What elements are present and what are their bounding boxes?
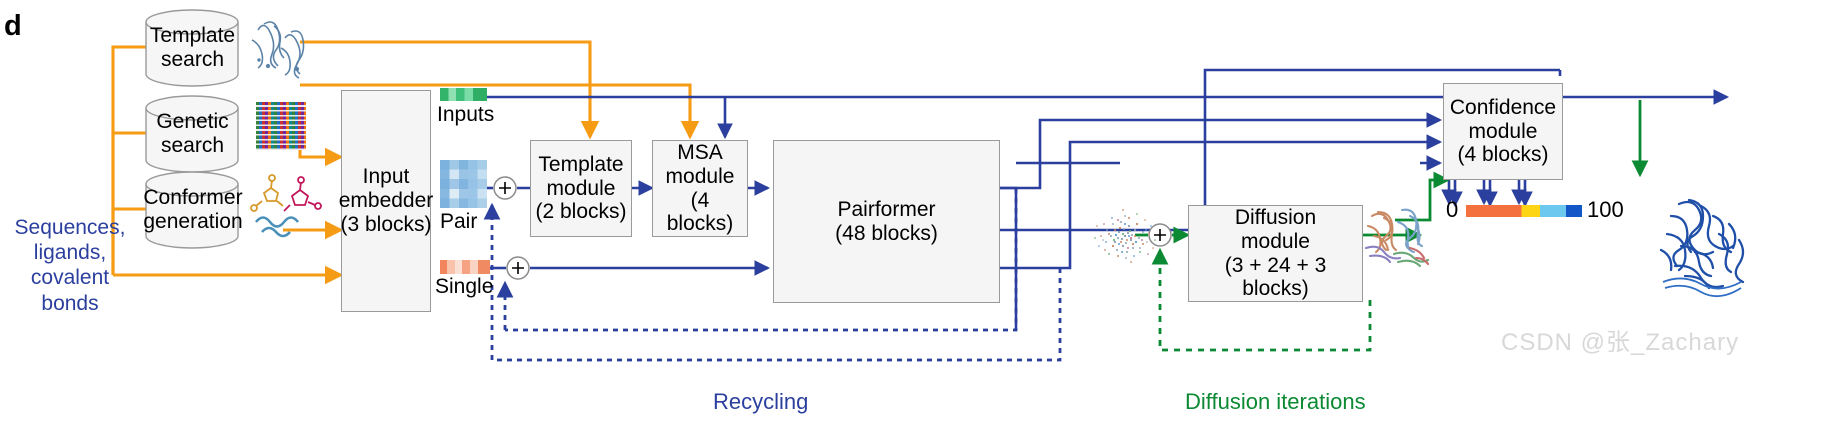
diffusion-iterations-label: Diffusion iterations: [1185, 389, 1366, 414]
diffusion-iterations-dotted: [1151, 247, 1372, 352]
msa-alignment-pixels: [256, 102, 306, 150]
cylinder-conformer-generation: [145, 171, 239, 249]
inputs-tensor-label: Inputs: [437, 103, 495, 126]
cylinder-template-search: [145, 9, 239, 87]
plus-node-pair: [493, 176, 517, 200]
inputs-tensor-swatch: [440, 88, 487, 101]
noise-dots: [1094, 209, 1156, 263]
recycling-label: Recycling: [713, 389, 809, 414]
single-tensor-swatch: [440, 260, 490, 274]
colorbar-max-label: 100: [1587, 197, 1624, 222]
diffusion-module-box[interactable]: Diffusion module (3 + 24 + 3 blocks): [1188, 205, 1363, 302]
input-embedder-box[interactable]: Input embedder (3 blocks): [339, 90, 433, 312]
template-module-box[interactable]: Template module (2 blocks): [530, 140, 632, 237]
plus-node-single: [506, 256, 530, 280]
watermark: CSDN @张_Zachary: [1501, 329, 1740, 356]
confidence-module-box[interactable]: Confidence module (4 blocks): [1443, 83, 1563, 180]
ligand-thumb-2: [283, 176, 322, 212]
ligand-thumb-1: [250, 174, 284, 212]
colorbar-min-label: 0: [1446, 197, 1459, 222]
single-tensor-label: Single: [435, 275, 494, 298]
pairformer-box[interactable]: Pairformer (48 blocks): [773, 140, 1000, 303]
recycling-dotted: [483, 188, 1062, 362]
pair-tensor-label: Pair: [440, 210, 478, 233]
database-label-conformer-generation: Conformer generation: [143, 186, 243, 233]
polymer-thumb: [254, 216, 300, 238]
template-structure-thumb: [251, 21, 305, 79]
colorbar-gradient: [1466, 205, 1582, 217]
cylinder-genetic-search: [145, 95, 239, 173]
database-label-template-search: Template search: [149, 24, 236, 71]
pair-tensor-swatch: [440, 160, 487, 208]
panel-letter: d: [4, 10, 22, 42]
msa-module-box[interactable]: MSA module (4 blocks): [652, 140, 748, 237]
orange-msa-route: [300, 83, 700, 140]
predicted-complex-thumb: [1358, 196, 1430, 272]
noise-point-cloud: [1085, 196, 1165, 276]
orange-template-route: [300, 40, 600, 140]
sequences-input-label: Sequences, ligands, covalent bonds: [14, 216, 126, 315]
database-label-genetic-search: Genetic search: [156, 110, 229, 157]
final-structure-thumb: [1655, 190, 1755, 298]
